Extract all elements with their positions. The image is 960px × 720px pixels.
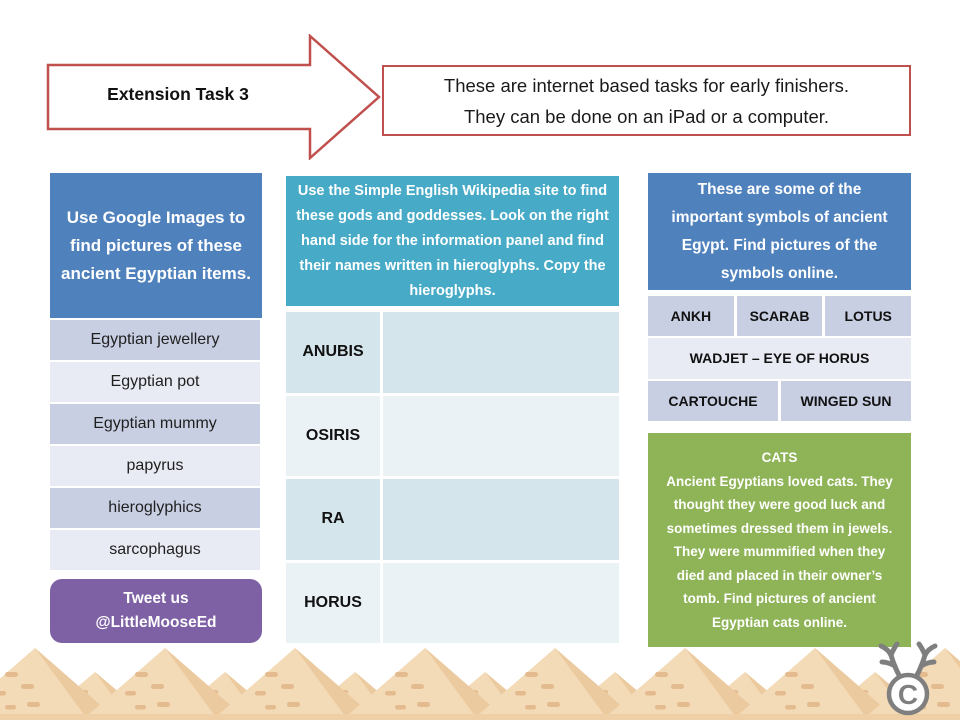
god-row: HORUS [286, 562, 619, 643]
symbols-row: WADJET – EYE OF HORUS [648, 338, 911, 379]
pyramids-decoration [0, 648, 960, 720]
gods-table: ANUBIS OSIRIS RA HORUS [286, 312, 619, 643]
copyright-c-glyph: C [898, 679, 918, 710]
item-row: hieroglyphics [50, 488, 260, 528]
god-row: ANUBIS [286, 312, 619, 393]
god-name: RA [286, 479, 380, 560]
task-title: Extension Task 3 [107, 83, 249, 104]
god-name: ANUBIS [286, 312, 380, 393]
intro-line-1: These are internet based tasks for early… [443, 74, 850, 96]
intro-line-2: They can be done on an iPad or a compute… [463, 105, 830, 127]
symbols-task-header: These are some of the important symbols … [648, 173, 911, 290]
symbols-table: ANKH SCARAB LOTUS WADJET – EYE OF HORUS … [648, 296, 912, 421]
cats-title: CATS [761, 450, 798, 465]
god-row: RA [286, 479, 619, 560]
hieroglyph-answer-cell [383, 395, 619, 476]
task-arrow-shape [46, 34, 381, 160]
twitter-handle: @LittleMooseEd [95, 614, 217, 631]
intro-box: These are internet based tasks for early… [382, 65, 911, 136]
copyright-circle-icon [886, 672, 930, 716]
hieroglyph-answer-cell [383, 312, 619, 393]
antler-right-icon [913, 641, 938, 680]
moose-copyright-logo: C [878, 641, 938, 716]
tweet-us-label: Tweet us [123, 590, 189, 607]
symbol-cell: CARTOUCHE [648, 380, 778, 421]
egyptian-items-table: Egyptian jewellery Egyptian pot Egyptian… [50, 320, 260, 570]
item-row: Egyptian pot [50, 362, 260, 402]
god-name: OSIRIS [286, 395, 380, 476]
hieroglyph-answer-cell [383, 479, 619, 560]
wikipedia-task-header: Use the Simple English Wikipedia site to… [286, 176, 619, 306]
cats-info-box: CATS Ancient Egyptians loved cats. They … [648, 433, 911, 647]
symbol-cell: LOTUS [825, 296, 912, 337]
god-name: HORUS [286, 562, 380, 643]
cats-text: Ancient Egyptians loved cats. They thoug… [666, 473, 893, 630]
symbol-cell: WINGED SUN [781, 380, 911, 421]
symbols-row: CARTOUCHE WINGED SUN [648, 380, 911, 421]
symbol-cell: WADJET – EYE OF HORUS [648, 338, 911, 379]
antler-left-icon [878, 641, 903, 680]
tweet-us-box: Tweet us @LittleMooseEd [50, 579, 262, 643]
god-row: OSIRIS [286, 395, 619, 476]
item-row: sarcophagus [50, 530, 260, 570]
google-images-task-header: Use Google Images to find pictures of th… [50, 173, 262, 318]
hieroglyph-answer-cell [383, 562, 619, 643]
symbol-cell: SCARAB [736, 296, 823, 337]
symbol-cell: ANKH [648, 296, 734, 337]
item-row: Egyptian jewellery [50, 320, 260, 360]
symbols-row: ANKH SCARAB LOTUS [648, 296, 912, 337]
item-row: Egyptian mummy [50, 404, 260, 444]
item-row: papyrus [50, 446, 260, 486]
